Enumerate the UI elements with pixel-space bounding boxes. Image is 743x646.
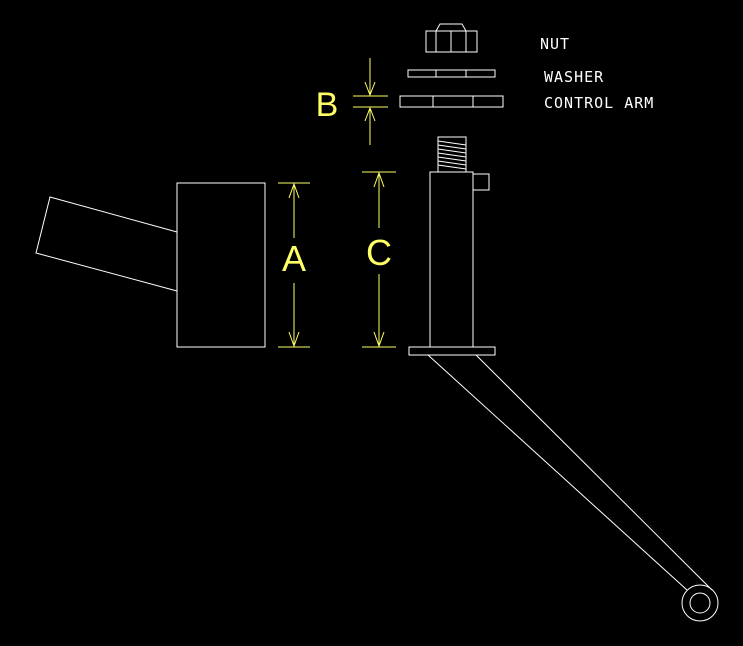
washer-label: WASHER [544,68,604,86]
dimension-c: C [362,171,396,348]
nut-label: NUT [540,35,570,53]
dimension-b: B [316,58,388,145]
nut-part [425,23,478,53]
control-arm-label: CONTROL ARM [544,94,654,112]
dimension-b-label: B [316,86,339,124]
angled-handle [35,196,178,292]
lever-arm [427,354,719,622]
dimension-a: A [278,182,310,348]
ball-joint-body [408,171,496,356]
threaded-stud [437,136,467,173]
spindle-block [176,182,266,348]
control-arm-plate [399,95,504,108]
dimension-a-label: A [282,238,306,279]
dimension-c-label: C [366,232,392,273]
washer-part [407,69,496,78]
